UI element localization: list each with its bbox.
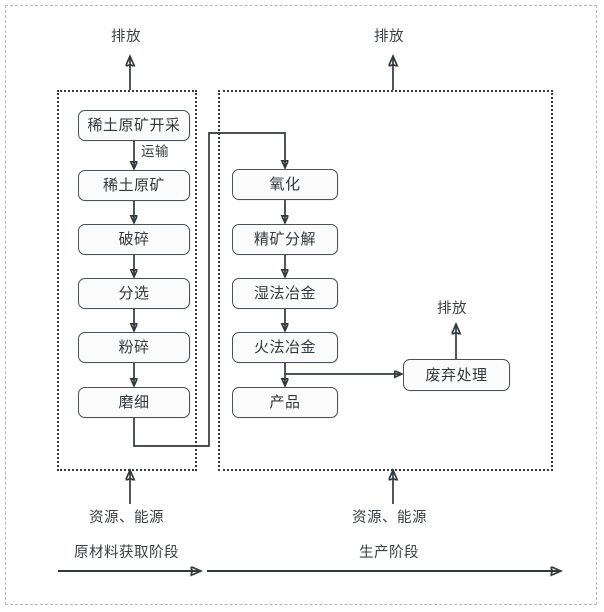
node-rare-earth-mining[interactable]: 稀土原矿开采 — [78, 110, 190, 141]
node-sorting[interactable]: 分选 — [78, 278, 190, 309]
node-concentrate-decomposition[interactable]: 精矿分解 — [232, 224, 338, 255]
node-waste-treatment[interactable]: 废弃处理 — [403, 359, 510, 391]
label-raw-material-emission: 排放 — [111, 29, 141, 45]
node-rare-earth-ore[interactable]: 稀土原矿 — [78, 170, 190, 201]
node-grinding[interactable]: 磨细 — [78, 387, 190, 418]
label-production-emission: 排放 — [374, 29, 404, 45]
label-stage-raw-material: 原材料获取阶段 — [74, 545, 179, 561]
node-pulverizing[interactable]: 粉碎 — [78, 332, 190, 363]
node-crushing[interactable]: 破碎 — [78, 224, 190, 255]
label-production-input: 资源、能源 — [352, 510, 427, 526]
node-oxidation[interactable]: 氧化 — [232, 169, 338, 200]
node-pyrometallurgy[interactable]: 火法冶金 — [232, 332, 338, 363]
label-transport: 运输 — [141, 144, 169, 160]
node-hydrometallurgy[interactable]: 湿法冶金 — [232, 278, 338, 309]
label-raw-material-input: 资源、能源 — [89, 510, 164, 526]
label-waste-emission: 排放 — [437, 301, 467, 317]
node-product[interactable]: 产品 — [232, 387, 338, 418]
label-stage-production: 生产阶段 — [359, 545, 419, 561]
